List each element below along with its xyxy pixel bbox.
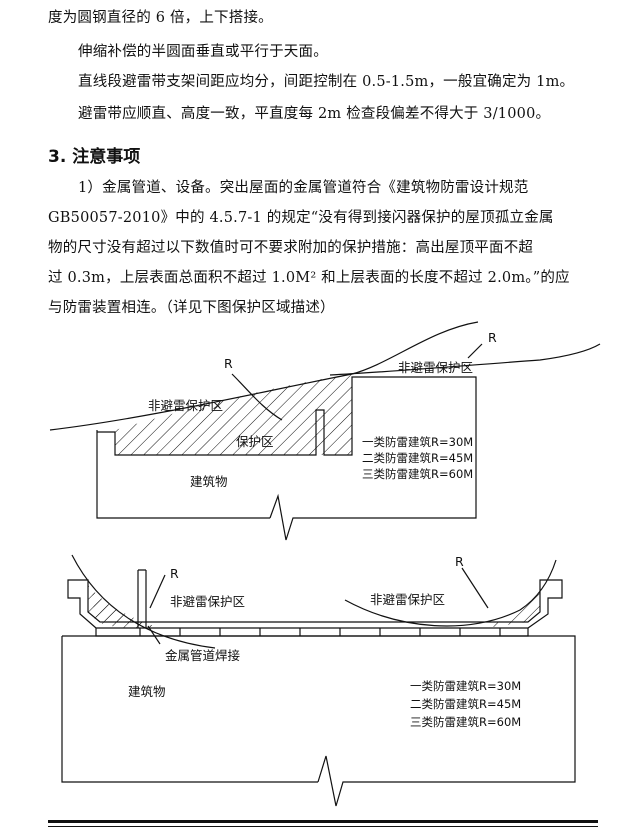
building-wall-right xyxy=(300,470,477,519)
text-line-3: 直线段避雷带支架间距应均分，间距控制在 0.5-1.5m，一般宜确定为 1m。 xyxy=(78,74,575,90)
building-wall-left xyxy=(96,470,270,519)
fig1-r-left: R xyxy=(224,356,233,371)
roof-outline-2 xyxy=(67,579,563,629)
fig2-r-right: R xyxy=(455,554,464,569)
fig2-class-3: 三类防雷建筑R=60M xyxy=(410,715,521,729)
right-protection-arc xyxy=(329,343,601,376)
footer-rule-thick xyxy=(48,820,598,823)
fig2-r-left-leader xyxy=(149,574,166,609)
right-arc xyxy=(344,559,557,627)
section-heading: 3. 注意事项 xyxy=(48,147,141,167)
section-line-3: 物的尺寸没有超过以下数值时可不要求附加的保护措施：高出屋顶平面不超 xyxy=(48,240,534,256)
section-line-5: 与防雷装置相连。（详见下图保护区域描述） xyxy=(48,300,335,316)
fig2-r-right-leader xyxy=(461,567,489,609)
right-hatch xyxy=(485,588,540,628)
section-line-2: GB50057-2010》中的 4.5.7-1 的规定“没有得到接闪器保护的屋顶… xyxy=(48,210,554,226)
fig1-unprotected-left: 非避雷保护区 xyxy=(148,398,223,413)
figure-1 xyxy=(49,321,601,541)
text-line-1: 度为圆钢直径的 6 倍，上下搭接。 xyxy=(48,10,273,26)
fig2-weld-label: 金属管道焊接 xyxy=(165,648,241,663)
left-arc xyxy=(71,554,216,649)
weld-leader xyxy=(147,625,161,645)
figure-2 xyxy=(61,554,576,807)
fig2-unprotected-left: 非避雷保护区 xyxy=(170,594,245,609)
footer-rule-thin xyxy=(48,826,598,827)
fig1-class-2: 二类防雷建筑R=45M xyxy=(362,451,473,465)
fig1-protected-label: 保护区 xyxy=(236,434,274,449)
fig2-class-1: 一类防雷建筑R=30M xyxy=(410,679,521,693)
building-wall-2 xyxy=(61,635,576,783)
fig2-r-left: R xyxy=(170,566,179,581)
fig2-unprotected-right: 非避雷保护区 xyxy=(370,592,445,607)
section-line-1: 1）金属管道、设备。突出屋面的金属管道符合《建筑物防雷设计规范 xyxy=(78,180,529,196)
text-line-2: 伸缩补偿的半圆面垂直或平行于天面。 xyxy=(78,44,328,60)
text-line-4: 避雷带应顺直、高度一致，平直度每 2m 检查段偏差不得大于 3/1000。 xyxy=(78,106,551,122)
fig2-class-2: 二类防雷建筑R=45M xyxy=(410,697,521,711)
slab-dividers xyxy=(139,628,501,636)
section-line-4: 过 0.3m，上层表面总面积不超过 1.0M² 和上层表面的长度不超过 2.0m… xyxy=(48,270,570,286)
fig1-r-right: R xyxy=(488,330,497,345)
roof-outline xyxy=(96,376,477,470)
r-right-leader xyxy=(467,343,483,359)
fig1-class-3: 三类防雷建筑R=60M xyxy=(362,467,473,481)
metal-pipe xyxy=(137,569,147,628)
protected-zone-hatch xyxy=(115,374,352,455)
left-protection-arc xyxy=(49,321,479,431)
fig1-building-label: 建筑物 xyxy=(190,474,228,489)
fig2-building-label: 建筑物 xyxy=(128,684,166,699)
break-symbol-1 xyxy=(269,493,300,541)
fig1-unprotected-right: 非避雷保护区 xyxy=(398,360,473,375)
left-hatch-inner xyxy=(92,590,162,628)
break-symbol-2 xyxy=(317,755,345,807)
fig1-class-1: 一类防雷建筑R=30M xyxy=(362,435,473,449)
r-left-leader xyxy=(231,373,283,421)
